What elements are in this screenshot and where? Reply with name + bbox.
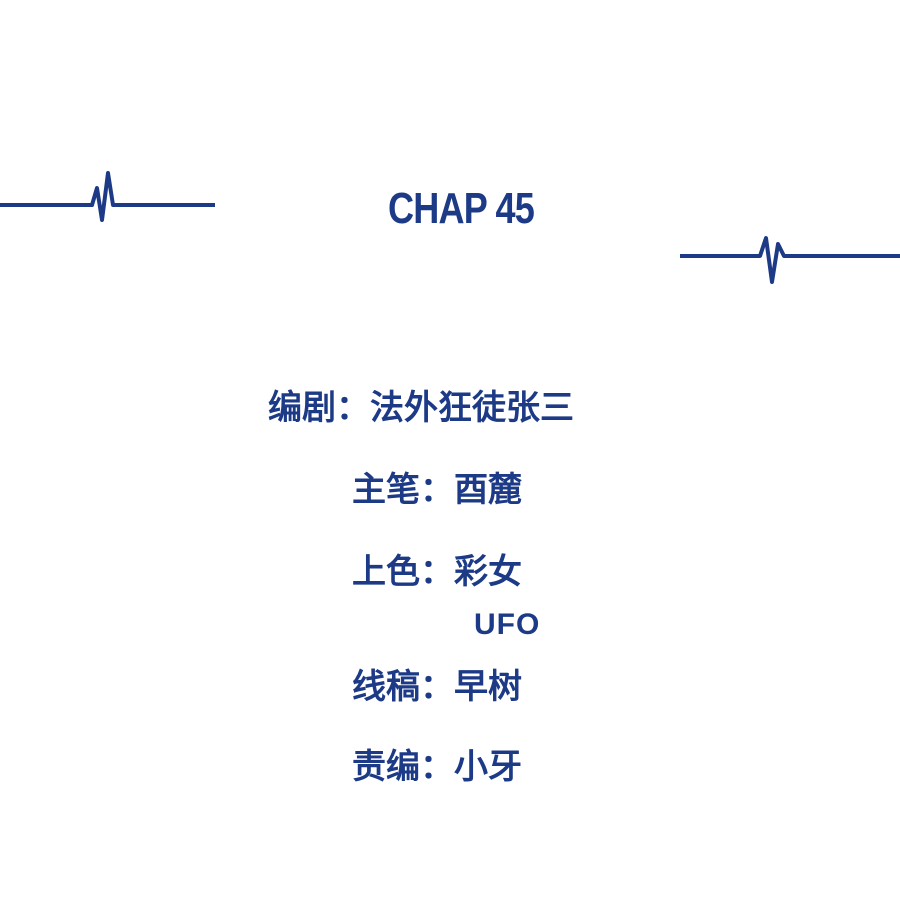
credit-colorist-extra: UFO (474, 608, 541, 641)
credit-row-writer: 编剧：法外狂徒张三 (268, 388, 574, 428)
chapter-title: CHAP 45 (388, 184, 535, 233)
credit-value: 彩女 (454, 552, 522, 592)
credit-row-artist: 主笔：酉麓 (352, 470, 522, 510)
credit-label: 主笔： (352, 470, 454, 510)
credit-row-editor: 责编：小牙 (352, 747, 522, 787)
credit-label: 上色： (352, 552, 454, 592)
credit-label: 责编： (352, 747, 454, 787)
credit-row-colorist: 上色：彩女 (352, 552, 522, 592)
heartbeat-line-right (680, 236, 900, 284)
heartbeat-line-left (0, 171, 215, 222)
credit-value: 酉麓 (454, 470, 522, 510)
credit-value: 法外狂徒张三 (370, 388, 574, 428)
credit-row-lineart: 线稿：早树 (352, 667, 522, 707)
credit-label: 编剧： (268, 388, 370, 428)
credit-value: 小牙 (454, 747, 522, 787)
credit-label: 线稿： (352, 667, 454, 707)
credit-value: 早树 (454, 667, 522, 707)
